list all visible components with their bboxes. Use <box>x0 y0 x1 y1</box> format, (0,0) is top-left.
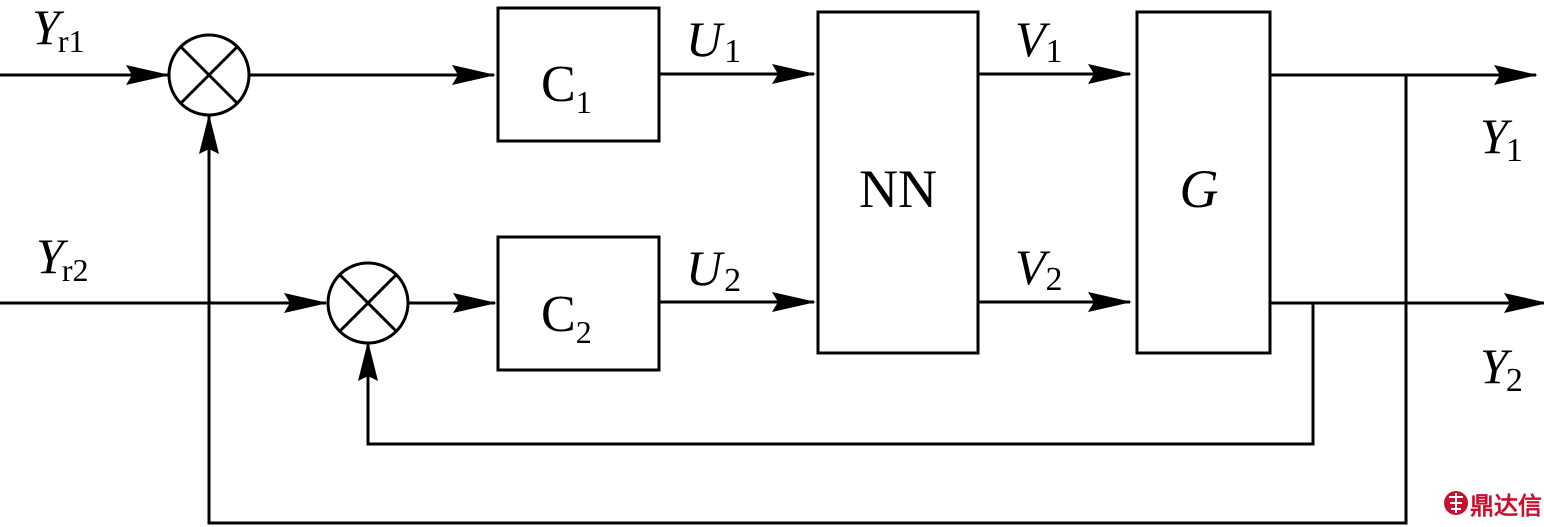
block-nn-label: NN <box>859 159 937 219</box>
label-v1: V1 <box>1015 11 1063 70</box>
label-y1: Y1 <box>1480 108 1523 169</box>
label-yr2: Yr2 <box>36 228 88 288</box>
block-c1-label: C1 <box>541 56 592 120</box>
label-y2: Y2 <box>1480 338 1523 399</box>
block-c1 <box>496 6 661 143</box>
watermark-text: 鼎达信 <box>1470 492 1542 520</box>
label-v2: V2 <box>1015 239 1063 298</box>
label-yr1: Yr1 <box>32 0 84 59</box>
feedback-y2-to-sum2 <box>358 303 1315 446</box>
feedback-y1-to-sum1 <box>199 75 1408 525</box>
block-c2-label: C2 <box>541 286 592 350</box>
sum-junction-2 <box>326 261 410 345</box>
sum-junction-1 <box>167 33 251 117</box>
watermark-logo: 鼎达信 <box>1444 491 1542 520</box>
block-nn <box>816 10 980 355</box>
block-g <box>1135 10 1272 355</box>
block-c2 <box>496 235 661 372</box>
label-u2: U2 <box>686 240 741 299</box>
block-g-label: G <box>1180 159 1219 219</box>
label-u1: U1 <box>686 11 741 70</box>
